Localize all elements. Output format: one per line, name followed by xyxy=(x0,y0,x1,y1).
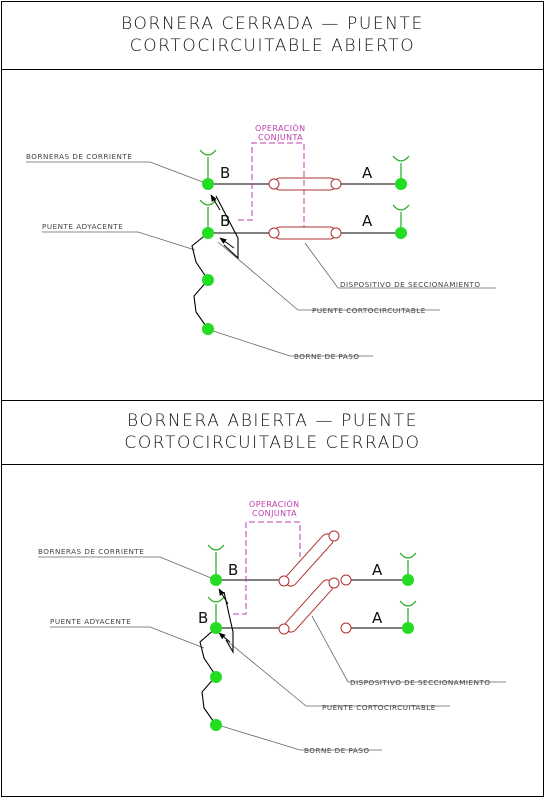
top-title-line2: CORTOCIRCUITABLE ABIERTO xyxy=(129,36,416,56)
terminal-bottom-a2 xyxy=(402,622,414,634)
sleeve-bottom-2-upper-contact xyxy=(328,577,340,589)
sleeve-top-1-right-contact xyxy=(330,178,342,190)
leader-dispositivo-top xyxy=(304,242,496,289)
leader-borneras-bottom xyxy=(38,556,217,581)
bridge-shorting-top xyxy=(215,195,239,260)
letter-bottom-b1: B xyxy=(228,561,238,579)
op-line2-bottom: CONJUNTA xyxy=(252,509,297,518)
label-borne-paso-top: BORNE DE PASO xyxy=(294,352,360,361)
sleeve-top-2-right-contact xyxy=(330,227,342,239)
sleeve-top-2-left-contact xyxy=(268,227,280,239)
leader-puente-adyacente-bottom xyxy=(50,626,205,649)
divider-bottom-title xyxy=(1,464,544,465)
terminal-top-a2 xyxy=(395,227,407,239)
bridge-shorting-bottom xyxy=(223,591,234,655)
leader-borneras-top xyxy=(26,161,209,185)
sleeve-top-2 xyxy=(273,226,337,240)
letter-top-a1: A xyxy=(362,164,373,182)
sleeve-bottom-1-lower-contact xyxy=(278,575,290,587)
terminal-top-b1 xyxy=(202,178,214,190)
letter-top-a2: A xyxy=(362,212,373,230)
joint-operation-box-bottom xyxy=(233,521,301,615)
terminal-bottom-b2 xyxy=(210,622,222,634)
label-puente-corto-top: PUENTE CORTOCIRCUITABLE xyxy=(312,306,426,315)
terminal-top-b2 xyxy=(202,227,214,239)
arrow-top-2 xyxy=(219,237,235,249)
sleeve-bottom-1-upper-contact xyxy=(328,530,340,542)
label-puente-adyacente-bottom: PUENTE ADYACENTE xyxy=(50,617,131,626)
terminal-top-pass2 xyxy=(202,323,214,335)
label-puente-corto-bottom: PUENTE CORTOCIRCUITABLE xyxy=(322,703,436,712)
terminal-bottom-b1 xyxy=(210,574,222,586)
divider-top-title xyxy=(1,69,544,70)
arrow-bottom-1 xyxy=(218,588,229,605)
leader-borne-paso-top xyxy=(209,329,373,357)
terminal-bottom-pass1 xyxy=(210,671,222,683)
sleeve-top-1 xyxy=(273,177,337,191)
letter-top-b1: B xyxy=(220,164,230,182)
bottom-panel: OPERACIÓN CONJUNTA B B A A BORNERAS DE C… xyxy=(38,498,506,755)
bottom-title-line1: BORNERA ABIERTA — PUENTE xyxy=(127,411,418,431)
label-puente-adyacente-top: PUENTE ADYACENTE xyxy=(42,222,123,231)
leader-puente-corto-top xyxy=(217,241,440,311)
divider-middle xyxy=(1,400,544,401)
sleeve-top-1-left-contact xyxy=(268,178,280,190)
leader-puente-adyacente-top xyxy=(42,231,196,251)
leader-dispositivo-bottom xyxy=(311,615,506,683)
letter-bottom-a2: A xyxy=(372,609,383,627)
top-title-line1: BORNERA CERRADA — PUENTE xyxy=(121,14,424,34)
arrow-top-1 xyxy=(210,194,221,211)
terminal-top-pass1 xyxy=(202,274,214,286)
leader-borne-paso-bottom xyxy=(217,724,382,751)
label-dispositivo-top: DISPOSITIVO DE SECCIONAMIENTO xyxy=(340,280,481,289)
sleeve-bottom-2-lower-contact xyxy=(278,623,290,635)
label-borneras-top: BORNERAS DE CORRIENTE xyxy=(26,152,132,161)
letter-bottom-b2: B xyxy=(198,609,208,627)
contact-bottom-a2 xyxy=(340,622,352,634)
letter-top-b2: B xyxy=(220,212,230,230)
terminal-bottom-a1 xyxy=(402,574,414,586)
op-line1-bottom: OPERACIÓN xyxy=(249,498,300,509)
leader-puente-corto-bottom xyxy=(225,639,450,707)
op-line2-top: CONJUNTA xyxy=(258,133,303,142)
label-borneras-bottom: BORNERAS DE CORRIENTE xyxy=(38,547,144,556)
op-line1-top: OPERACIÓN xyxy=(255,122,306,133)
top-panel: OPERACIÓN CONJUNTA B B A A BORNERAS DE C… xyxy=(26,122,496,361)
contact-bottom-a1 xyxy=(340,574,352,586)
letter-bottom-a1: A xyxy=(372,561,383,579)
bottom-title-line2: CORTOCIRCUITABLE CERRADO xyxy=(124,433,421,453)
terminal-top-a1 xyxy=(395,178,407,190)
joint-operation-box-top xyxy=(238,142,305,227)
label-dispositivo-bottom: DISPOSITIVO DE SECCIONAMIENTO xyxy=(350,678,491,687)
label-borne-paso-bottom: BORNE DE PASO xyxy=(304,746,370,755)
arrow-bottom-2 xyxy=(218,632,231,643)
terminal-bottom-pass2 xyxy=(210,719,222,731)
